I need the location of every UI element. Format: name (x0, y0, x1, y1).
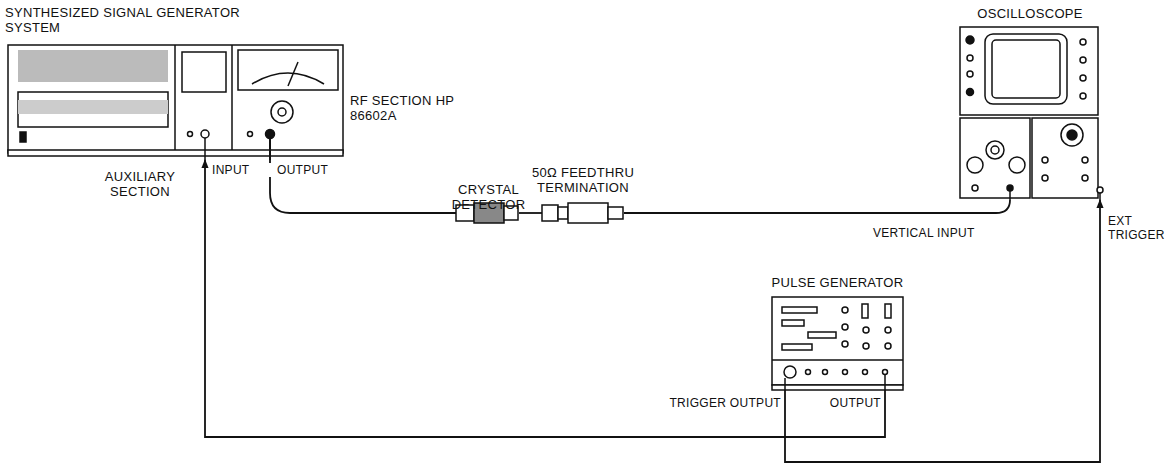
pulse-generator-drawing (772, 297, 903, 390)
equipment-label: 50Ω FEEDTHRU TERMINATION (530, 165, 636, 195)
crystal-detector: CRYSTAL DETECTOR (456, 202, 519, 224)
equipment-label: CRYSTAL DETECTOR (426, 182, 551, 212)
port-label: VERTICAL INPUT (872, 226, 994, 240)
cable (624, 200, 1010, 213)
cable (519, 212, 542, 214)
equipment-label: OSCILLOSCOPE (960, 6, 1100, 21)
port-label: OUTPUT (820, 396, 882, 410)
feedthru-termination: 50Ω FEEDTHRU TERMINATION (542, 202, 624, 224)
pulse-generator: PULSE GENERATOR (772, 297, 903, 390)
equipment-label: RF SECTION HP 86602A (350, 93, 460, 123)
signal-generator: SYNTHESIZED SIGNAL GENERATOR SYSTEMRF SE… (8, 45, 343, 160)
cable (785, 200, 1100, 462)
port-label: OUTPUT (276, 163, 348, 177)
cable (205, 160, 885, 437)
port-label: EXT TRIGGER (1107, 214, 1173, 242)
feedthru-termination-drawing (542, 203, 623, 223)
equipment-label: SYNTHESIZED SIGNAL GENERATOR SYSTEM (5, 5, 245, 35)
oscilloscope-drawing (960, 27, 1103, 200)
cable (270, 160, 456, 213)
port-label: INPUT (211, 163, 273, 177)
equipment-label: AUXILIARY SECTION (80, 169, 200, 199)
port-label: TRIGGER OUTPUT (640, 396, 782, 410)
signal-generator-drawing (8, 45, 343, 160)
equipment-label: PULSE GENERATOR (762, 275, 913, 290)
oscilloscope: OSCILLOSCOPE (960, 27, 1100, 200)
